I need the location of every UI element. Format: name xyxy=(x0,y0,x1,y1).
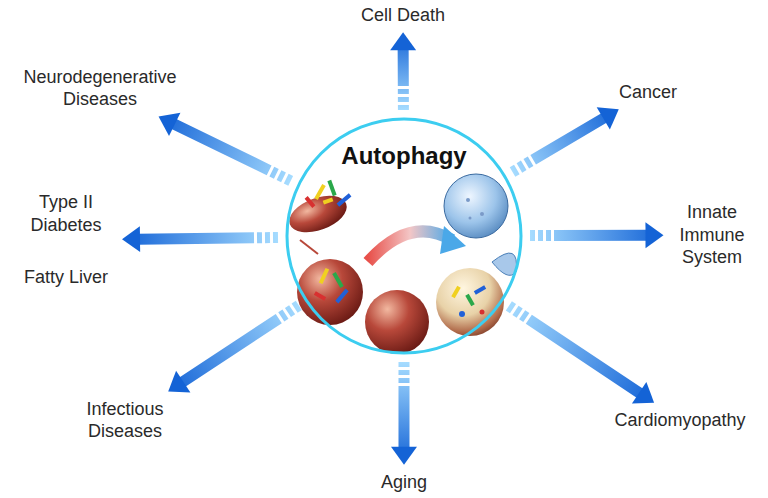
arrow-shaft xyxy=(173,124,291,181)
autophagosome xyxy=(297,259,363,325)
label-text: Cell Death xyxy=(361,4,445,27)
outcome-label: Neurodegenerative Diseases xyxy=(15,66,185,111)
cycle-arrow xyxy=(368,231,452,262)
arrow-head xyxy=(122,226,140,252)
autolysosome xyxy=(365,290,429,354)
outcome-label: Cardiomyopathy xyxy=(614,409,745,432)
arrow-head xyxy=(632,382,654,404)
outcome-label: Cancer xyxy=(619,81,677,104)
label-text: Aging xyxy=(381,471,427,494)
radiating-arrow xyxy=(391,362,417,465)
arrow-head xyxy=(645,222,663,248)
arrow-head xyxy=(391,447,417,465)
label-text: Innate Immune System xyxy=(670,201,755,269)
radiating-arrow xyxy=(168,305,299,392)
step-arrow xyxy=(300,240,318,254)
arrow-shaft xyxy=(398,362,409,449)
arrow-shaft xyxy=(138,237,278,239)
label-text: Type II Diabetes xyxy=(16,191,116,236)
arrow-head xyxy=(390,32,416,50)
radiating-arrow xyxy=(390,32,416,110)
degrading-vesicle xyxy=(436,268,504,336)
outcome-label: Type II DiabetesFatty Liver xyxy=(16,191,116,289)
radiating-arrow xyxy=(159,113,291,181)
arrow-shaft xyxy=(530,230,648,241)
phagophore-disc xyxy=(284,180,351,239)
outcome-label: Infectious Diseases xyxy=(65,398,185,443)
label-text: Fatty Liver xyxy=(16,266,116,289)
arrow-shaft xyxy=(398,48,409,110)
label-text: Infectious Diseases xyxy=(65,398,185,443)
label-text: Cardiomyopathy xyxy=(614,409,745,432)
arrow-head xyxy=(159,113,181,136)
lysosome xyxy=(444,174,508,238)
outcome-label: Aging xyxy=(381,471,427,494)
radiating-arrow xyxy=(509,306,654,404)
arrow-shaft xyxy=(513,117,605,172)
outcome-label: Innate Immune System xyxy=(670,201,755,269)
membrane-fragment xyxy=(492,253,517,275)
label-text: Cancer xyxy=(619,81,677,104)
outcome-label: Cell Death xyxy=(361,4,445,27)
arrow-shaft xyxy=(182,305,299,382)
title-text: Autophagy xyxy=(284,142,524,170)
radiating-arrow xyxy=(513,107,619,172)
radiating-arrow xyxy=(530,222,664,248)
process-circle: Autophagy xyxy=(284,116,524,356)
arrow-shaft xyxy=(509,306,641,394)
arrow-head xyxy=(168,371,190,393)
arrow-head xyxy=(597,107,619,129)
label-text: Neurodegenerative Diseases xyxy=(15,66,185,111)
radiating-arrow xyxy=(122,226,278,252)
